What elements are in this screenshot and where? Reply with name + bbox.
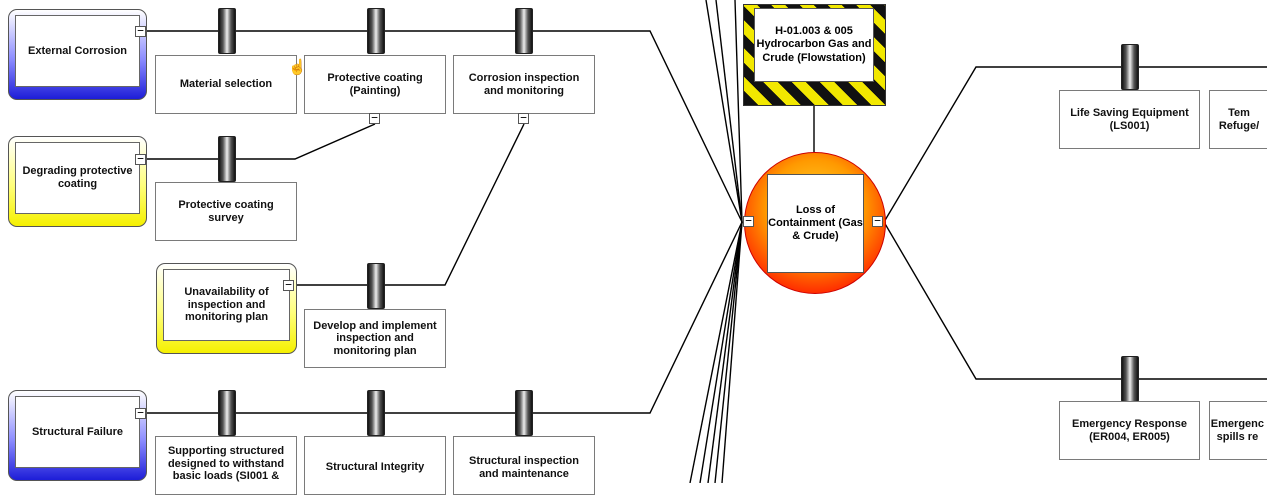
threat-degrading-protective-coating[interactable]: Degrading protective coating bbox=[8, 136, 147, 227]
threat-unavailability-inspection-plan[interactable]: Unavailability of inspection and monitor… bbox=[156, 263, 297, 354]
barrier-corrosion-inspection[interactable]: Corrosion inspection and monitoring bbox=[453, 55, 595, 114]
barrier-life-saving-equipment[interactable]: Life Saving Equipment (LS001) bbox=[1059, 90, 1200, 149]
barrier-cap bbox=[515, 8, 533, 54]
barrier-cap bbox=[367, 390, 385, 436]
threat-structural-failure[interactable]: Structural Failure bbox=[8, 390, 147, 481]
barrier-cap bbox=[367, 8, 385, 54]
barrier-material-selection[interactable]: Material selection bbox=[155, 55, 297, 114]
barrier-cap bbox=[1121, 44, 1139, 90]
barrier-structural-inspection[interactable]: Structural inspection and maintenance bbox=[453, 436, 595, 495]
collapse-button[interactable]: − bbox=[135, 25, 146, 37]
hazard[interactable]: H-01.003 & 005 Hydrocarbon Gas and Crude… bbox=[743, 4, 886, 106]
collapse-button[interactable]: − bbox=[135, 153, 146, 165]
collapse-button[interactable]: − bbox=[369, 112, 380, 124]
collapse-button[interactable]: − bbox=[743, 215, 754, 227]
threat-label: Structural Failure bbox=[15, 396, 140, 468]
collapse-button[interactable]: − bbox=[518, 112, 529, 124]
threat-label: Unavailability of inspection and monitor… bbox=[163, 269, 290, 341]
barrier-cap bbox=[218, 390, 236, 436]
barrier-structural-integrity[interactable]: Structural Integrity bbox=[304, 436, 446, 495]
collapse-button[interactable]: − bbox=[872, 215, 883, 227]
top-event-label: Loss of Containment (Gas & Crude) bbox=[767, 174, 864, 273]
barrier-develop-inspection-plan[interactable]: Develop and implement inspection and mon… bbox=[304, 309, 446, 368]
hand-cursor-icon: ☝ bbox=[288, 59, 307, 76]
threat-label: Degrading protective coating bbox=[15, 142, 140, 214]
connector-lines bbox=[147, 0, 1267, 483]
barrier-cap bbox=[515, 390, 533, 436]
barrier-emergency-response[interactable]: Emergency Response (ER004, ER005) bbox=[1059, 401, 1200, 460]
threat-label: External Corrosion bbox=[15, 15, 140, 87]
barrier-protective-coating[interactable]: Protective coating (Painting) bbox=[304, 55, 446, 114]
barrier-protective-coating-survey[interactable]: Protective coating survey bbox=[155, 182, 297, 241]
barrier-cap bbox=[218, 8, 236, 54]
barrier-cap bbox=[1121, 356, 1139, 402]
collapse-button[interactable]: − bbox=[135, 407, 146, 419]
collapse-button[interactable]: − bbox=[283, 279, 294, 291]
top-event[interactable]: Loss of Containment (Gas & Crude) bbox=[744, 152, 886, 294]
barrier-temporary-refuge[interactable]: Tem Refuge/ bbox=[1209, 90, 1267, 149]
barrier-cap bbox=[367, 263, 385, 309]
threat-external-corrosion[interactable]: External Corrosion bbox=[8, 9, 147, 100]
barrier-supporting-structure[interactable]: Supporting structured designed to withst… bbox=[155, 436, 297, 495]
hazard-label: H-01.003 & 005 Hydrocarbon Gas and Crude… bbox=[754, 8, 874, 82]
barrier-emergency-spills[interactable]: Emergenc spills re bbox=[1209, 401, 1267, 460]
barrier-cap bbox=[218, 136, 236, 182]
